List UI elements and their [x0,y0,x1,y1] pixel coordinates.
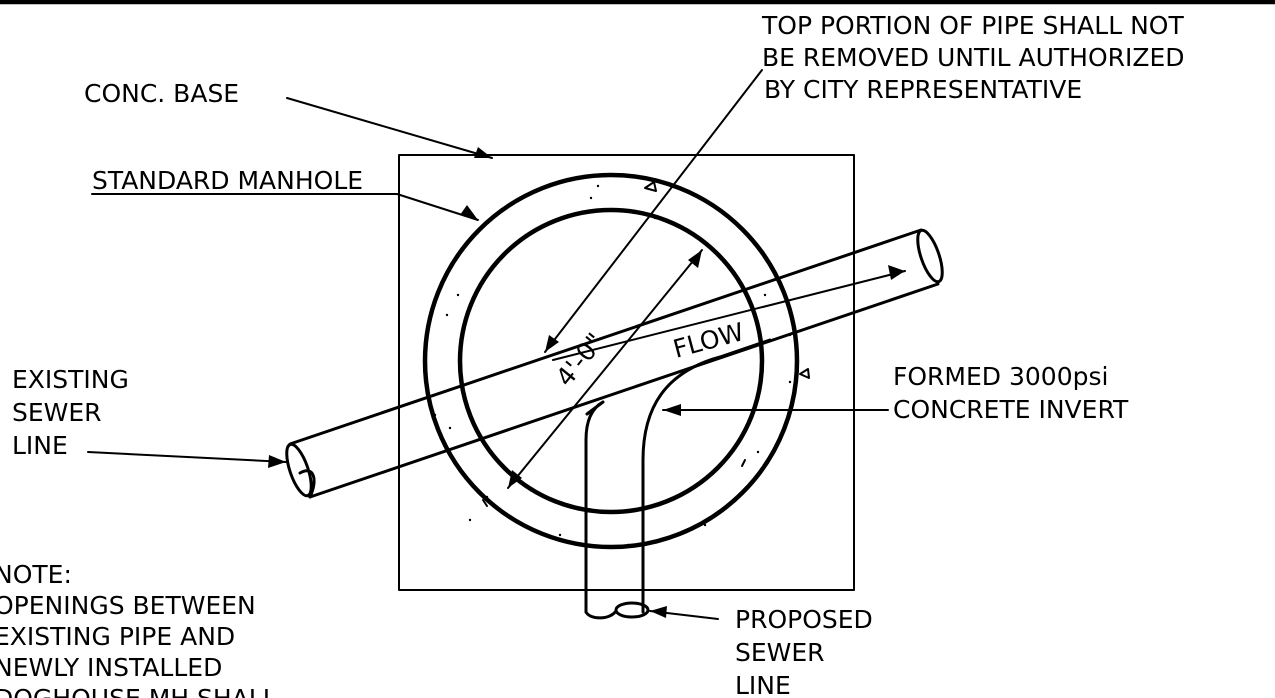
top-note-line-3: BY CITY REPRESENTATIVE [764,75,1082,104]
top-note-line-1: TOP PORTION OF PIPE SHALL NOT [761,11,1184,40]
leader-conc-base [286,97,493,159]
leader-top-portion [544,69,763,353]
existing-sewer-label-3: LINE [12,431,68,460]
leader-formed-invert [662,404,889,416]
existing-sewer-label-2: SEWER [12,398,102,427]
proposed-sewer-label-3: LINE [735,671,791,698]
proposed-sewer-label-1: PROPOSED [735,605,873,634]
formed-invert-label-1: FORMED 3000psi [893,362,1108,391]
existing-sewer-label-1: EXISTING [12,365,129,394]
leader-standard-manhole [91,193,479,221]
manhole-outer-ring [422,172,800,550]
proposed-sewer-pipe [584,338,772,620]
flow-label: FLOW [670,317,747,364]
diameter-dimension [507,249,703,489]
leader-proposed-sewer [649,606,719,620]
note-line-3: NEWLY INSTALLED [0,653,222,682]
proposed-sewer-label-2: SEWER [735,638,825,667]
top-note-line-2: BE REMOVED UNTIL AUTHORIZED [762,43,1185,72]
note-heading: NOTE: [0,560,72,589]
flow-arrow [552,265,906,361]
concrete-stipple [427,181,810,547]
concrete-base-outline [398,154,855,591]
formed-invert-label-2: CONCRETE INVERT [893,395,1129,424]
existing-sewer-pipe [285,228,944,499]
note-line-4: DOGHOUSE MH SHALL [0,684,277,698]
leader-existing-sewer [87,451,287,468]
conc-base-label: CONC. BASE [84,79,239,108]
note-line-2: EXISTING PIPE AND [0,622,235,651]
note-line-1: OPENINGS BETWEEN [0,591,256,620]
manhole-inner-ring [457,207,765,515]
standard-manhole-label: STANDARD MANHOLE [92,166,363,195]
